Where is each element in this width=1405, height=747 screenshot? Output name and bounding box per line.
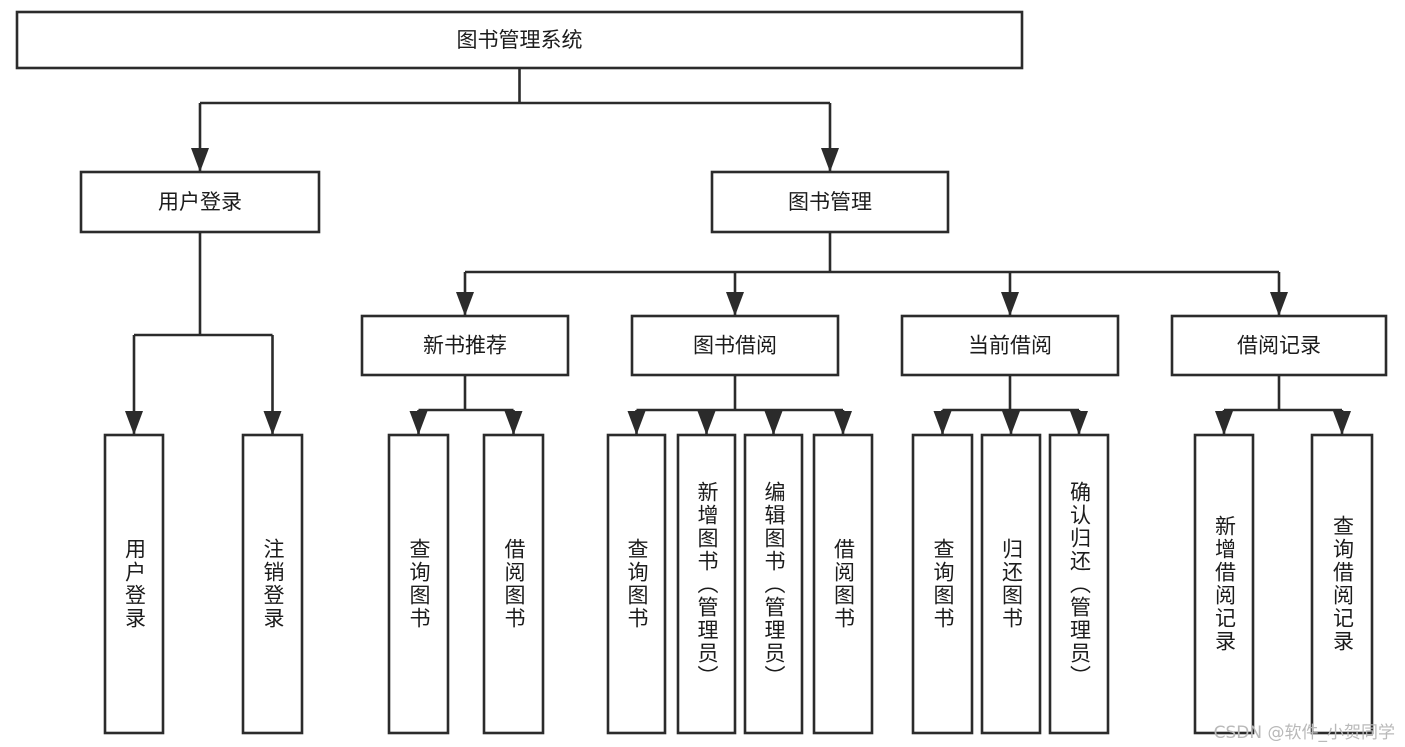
node-root-label: 图书管理系统	[457, 28, 583, 52]
arrow-head-icon	[821, 148, 839, 172]
arrow-head-icon	[263, 411, 282, 435]
node-leaf-7[interactable]	[812, 433, 874, 735]
csdn-watermark: CSDN @软件_小贺同学	[1213, 723, 1395, 743]
node-box-layer	[15, 10, 1388, 735]
arrow-head-icon	[191, 148, 209, 172]
node-level2-0[interactable]	[79, 170, 321, 234]
node-leaf-10[interactable]	[1048, 433, 1110, 735]
node-level3-label-1: 图书借阅	[693, 334, 777, 358]
node-level2-1[interactable]	[710, 170, 950, 234]
node-level3-label-2: 当前借阅	[968, 334, 1052, 358]
node-leaf-3[interactable]	[482, 433, 545, 735]
node-leaf-5[interactable]	[676, 433, 737, 735]
arrow-head-icon	[764, 411, 783, 435]
arrow-head-icon	[933, 411, 952, 435]
node-leaf-2[interactable]	[387, 433, 450, 735]
arrow-head-icon	[1215, 411, 1233, 435]
node-leaf-9[interactable]	[980, 433, 1042, 735]
node-root-system[interactable]	[15, 10, 1024, 70]
arrow-head-icon	[1002, 411, 1020, 435]
arrow-head-icon	[409, 411, 428, 435]
node-level3-0[interactable]	[360, 314, 570, 377]
arrow-head-icon	[456, 292, 474, 316]
arrow-head-icon	[1270, 292, 1288, 316]
node-leaf-8[interactable]	[911, 433, 974, 735]
node-level3-2[interactable]	[900, 314, 1120, 377]
arrow-head-icon	[1333, 411, 1351, 435]
arrow-head-icon	[726, 292, 744, 316]
arrow-head-icon	[697, 411, 716, 435]
node-level3-label-0: 新书推荐	[423, 334, 507, 358]
node-leaf-0[interactable]	[103, 433, 165, 735]
node-level2-label-0: 用户登录	[158, 190, 242, 214]
node-leaf-12[interactable]	[1310, 433, 1374, 735]
node-leaf-4[interactable]	[606, 433, 667, 735]
arrow-head-icon	[1070, 411, 1088, 435]
arrow-head-icon	[834, 411, 852, 435]
node-level2-label-1: 图书管理	[788, 190, 872, 214]
node-leaf-1[interactable]	[241, 433, 304, 735]
connector-layer	[125, 68, 1351, 435]
node-level3-1[interactable]	[630, 314, 840, 377]
node-leaf-11[interactable]	[1193, 433, 1255, 735]
arrow-head-icon	[1001, 292, 1019, 316]
arrow-head-icon	[627, 411, 646, 435]
node-leaf-6[interactable]	[743, 433, 804, 735]
arrow-head-icon	[504, 411, 523, 435]
arrow-head-icon	[125, 411, 143, 435]
node-level3-label-3: 借阅记录	[1237, 334, 1321, 358]
node-level3-3[interactable]	[1170, 314, 1388, 377]
